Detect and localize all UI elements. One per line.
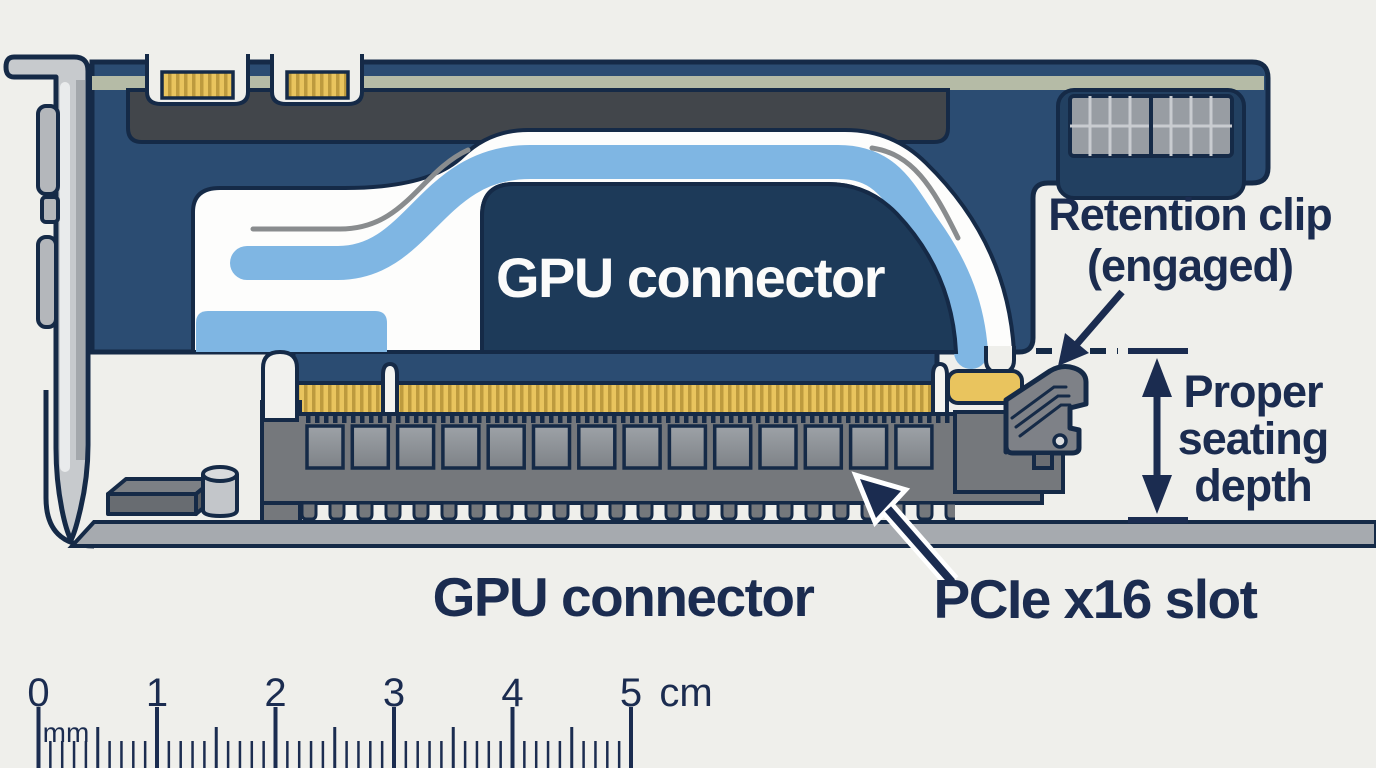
pcie-slot-arrow [851, 471, 959, 588]
clip-label-line1: Retention clip [1048, 189, 1332, 240]
shroud-blue-strip [196, 311, 387, 352]
smd-chip [106, 477, 216, 516]
slot-pins [300, 503, 955, 521]
slot-contact-box [848, 424, 889, 470]
ruler-number: 5 [620, 671, 642, 715]
bracket-port-notch [40, 195, 60, 224]
slot-contact-box [486, 424, 526, 470]
slot-contact-box [531, 424, 572, 470]
retention-clip-foot [1032, 451, 1054, 470]
shroud-accent-line-right [869, 145, 961, 241]
slot-key-pin-left [381, 361, 399, 426]
card-center-panel [480, 182, 959, 354]
annotations: Retention clip (engaged) Proper seating … [433, 189, 1333, 630]
shroud-accent-line-left [250, 147, 471, 232]
slot-contact-box [894, 424, 934, 470]
bracket-port-upper [36, 104, 60, 196]
slot-contact-box [667, 424, 708, 470]
ruler-cm-unit: cm [659, 671, 712, 715]
slot-contact-box [758, 424, 798, 470]
pci-bracket [3, 54, 91, 543]
ruler-number: 4 [501, 671, 523, 715]
ruler-ticks [36, 707, 633, 768]
slot-contact-box [803, 424, 844, 470]
ruler: 0 1 2 3 4 5 cm mm [27, 671, 713, 768]
pci-bracket-highlight [60, 82, 70, 472]
shroud-swoosh-blue [230, 145, 988, 369]
pcb-sage-strip [92, 76, 1264, 90]
card-notch-right [984, 346, 1016, 376]
clip-label-line2: (engaged) [1087, 240, 1293, 291]
retention-clip-ridges [1010, 385, 1072, 438]
power-connector-grid [1070, 96, 1232, 156]
retention-clip [953, 364, 1089, 494]
retention-clip-arrow [1058, 289, 1125, 366]
slot-contact-box [305, 424, 345, 470]
depth-label-line3: depth [1194, 460, 1311, 511]
bottom-card-label: GPU connector [433, 566, 815, 628]
slot-contact-boxes [305, 424, 934, 470]
ruler-number: 0 [27, 671, 49, 715]
sli-fingers-right [285, 70, 350, 100]
slot-contact-box [622, 424, 662, 470]
ruler-number: 3 [383, 671, 405, 715]
slot-contact-box [577, 424, 617, 470]
ruler-number: 2 [264, 671, 286, 715]
slot-contact-box [395, 424, 436, 470]
seating-depth-arrow [1142, 358, 1172, 514]
capacitor [201, 465, 239, 519]
retention-clip-hole [1052, 433, 1068, 449]
slot-serration [302, 415, 1034, 423]
slot-contact-box [350, 424, 391, 470]
ruler-mm-unit: mm [43, 717, 90, 748]
slot-left-endcap [261, 349, 299, 422]
ruler-numbers: 0 1 2 3 4 5 [27, 671, 642, 715]
bracket-port-lower [36, 235, 58, 329]
power-connector [1056, 88, 1246, 200]
slot-key-pin-right [931, 361, 949, 426]
slot-contact-box [441, 424, 481, 470]
gpu-card: GPU connector [89, 54, 1271, 426]
card-label: GPU connector [496, 246, 885, 309]
sli-fingers-left [160, 70, 235, 100]
slot-label: PCIe x16 slot [934, 568, 1258, 630]
pci-bracket-shade [76, 80, 85, 460]
ruler-number: 1 [146, 671, 168, 715]
depth-label-line2: seating [1178, 413, 1329, 464]
depth-label-line1: Proper [1183, 366, 1323, 417]
motherboard [43, 390, 1376, 549]
motherboard-strip [67, 520, 1376, 548]
slot-contact-box [712, 424, 753, 470]
